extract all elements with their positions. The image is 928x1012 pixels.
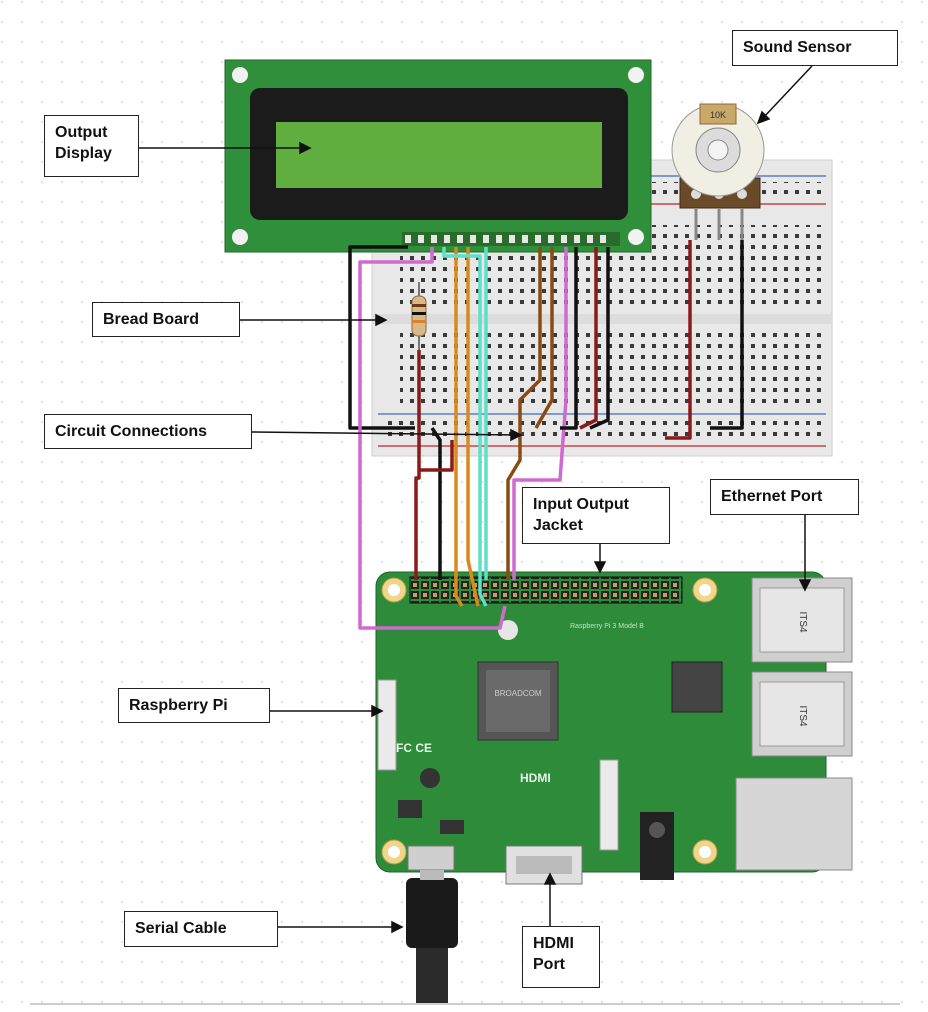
input-output-jacket-label-line-2: Jacket <box>533 517 583 534</box>
chip-marking: BROADCOM <box>494 689 541 698</box>
raspberry-pi-label: Raspberry Pi <box>118 688 270 723</box>
hdmi-port-label-line-2: Port <box>533 956 565 973</box>
wire-black-4 <box>710 240 744 430</box>
input-output-jacket-label-line-1: Input Output <box>533 496 629 513</box>
wire-brown-2 <box>534 247 554 429</box>
circuit-connections-label: Circuit Connections <box>44 414 252 449</box>
wire-pink-2 <box>512 247 568 580</box>
serial-cable <box>406 870 458 1004</box>
hdmi-board-marking: HDMI <box>520 771 551 785</box>
wire-red-1 <box>579 247 598 430</box>
lcd-display <box>224 59 652 253</box>
wire-black-5 <box>430 427 442 580</box>
wires <box>348 240 744 630</box>
wire-red-3 <box>414 350 421 580</box>
arrows <box>139 65 813 934</box>
ce-marking: FC CE <box>396 741 432 755</box>
pi-board-marking: Raspberry Pi 3 Model B <box>570 623 644 630</box>
wire-red-4 <box>418 440 454 472</box>
wire-red-2 <box>665 240 692 440</box>
hdmi-port-label-line-1: HDMI <box>533 935 574 952</box>
wire-pink-1 <box>358 247 507 630</box>
sound-sensor-label: Sound Sensor <box>732 30 898 66</box>
wire-black-2 <box>560 247 578 430</box>
sound-sensor-potentiometer: 10K <box>671 103 765 240</box>
raspberry-pi-board: BROADCOM Raspberry Pi 3 Model B FC CE HD… <box>375 571 853 885</box>
bread-board-label: Bread Board <box>92 302 240 337</box>
input-output-jacket-label: Input Output Jacket <box>522 487 670 544</box>
output-display-label-line-1: Output <box>55 124 108 141</box>
hdmi-port-label: HDMI Port <box>522 926 600 988</box>
wire-cyan-1 <box>442 247 488 607</box>
output-display-label-line-2: Display <box>55 145 112 162</box>
usb-marking-bottom: ITS4 <box>797 705 808 727</box>
wire-black-1 <box>348 245 415 430</box>
wire-orange-2 <box>466 247 480 607</box>
output-display-label: Output Display <box>44 115 139 177</box>
wire-brown-1 <box>506 247 542 580</box>
ethernet-port-label: Ethernet Port <box>710 479 859 515</box>
usb-marking-top: ITS4 <box>797 611 808 633</box>
potentiometer-marking: 10K <box>710 110 726 120</box>
wire-orange-1 <box>454 247 464 607</box>
serial-cable-label: Serial Cable <box>124 911 278 947</box>
wire-black-3 <box>589 247 610 430</box>
